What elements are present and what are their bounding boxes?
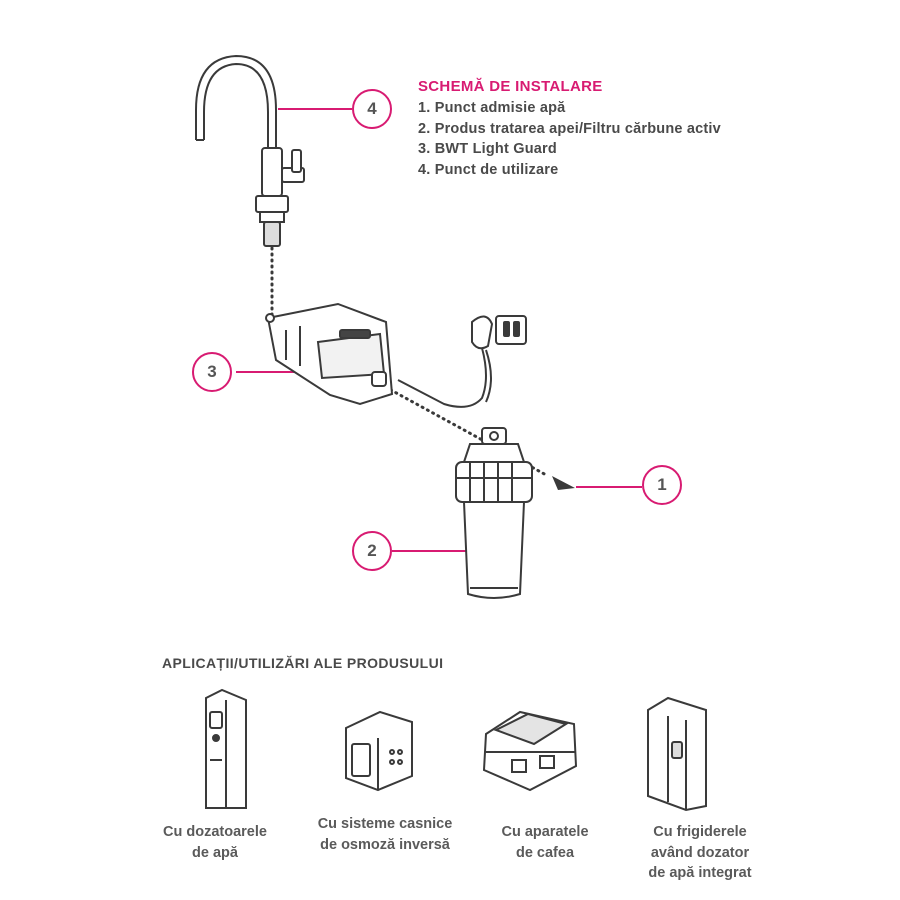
caption-refrigerator: Cu frigiderele având dozator de apă inte… — [620, 822, 780, 884]
applications-title: APLICAȚII/UTILIZĂRI ALE PRODUSULUI — [162, 655, 444, 671]
tubing-dotted — [270, 246, 550, 478]
refrigerator-icon — [647, 696, 707, 812]
caption-line: Cu sisteme casnice — [317, 816, 453, 832]
light-guard-icon — [265, 302, 394, 406]
coffee-machine-icon — [482, 710, 578, 792]
legend-item-light-guard: 3. BWT Light Guard — [418, 141, 557, 157]
caption-line: de apă integrat — [648, 865, 752, 881]
reverse-osmosis-icon — [345, 710, 413, 792]
installation-legend: SCHEMĂ DE INSTALARE 1. Punct admisie apă… — [418, 78, 721, 180]
callout-3: 3 — [192, 352, 232, 392]
caption-line: având dozator — [650, 844, 750, 861]
legend-title: SCHEMĂ DE INSTALARE — [418, 78, 603, 95]
inlet-arrow-icon — [552, 476, 575, 490]
caption-line: de apă — [192, 844, 238, 861]
filter-housing-icon — [455, 427, 533, 599]
legend-item-point-of-use: 4. Punct de utilizare — [418, 161, 559, 178]
callout-1: 1 — [642, 465, 682, 505]
caption-line: Cu dozatoarele — [163, 824, 267, 840]
callout-4: 4 — [352, 89, 392, 129]
caption-line: Cu frigiderele — [653, 824, 747, 840]
power-adapter-icon — [397, 315, 527, 408]
callout-2: 2 — [352, 531, 392, 571]
water-dispenser-icon — [205, 688, 247, 809]
caption-line: Cu aparatele — [501, 824, 589, 840]
legend-item-inlet: 1. Punct admisie apă — [418, 100, 566, 116]
legend-item-filter: 2. Produs tratarea apei/Filtru cărbune a… — [418, 120, 721, 137]
caption-reverse-osmosis: Cu sisteme casnice de osmoză inversă — [305, 814, 465, 855]
caption-line: de osmoză inversă — [320, 836, 450, 853]
faucet-icon — [195, 54, 305, 247]
caption-line: de cafea — [515, 844, 575, 861]
caption-water-dispenser: Cu dozatoarele de apă — [140, 822, 290, 863]
caption-coffee-machine: Cu aparatele de cafea — [470, 822, 620, 863]
